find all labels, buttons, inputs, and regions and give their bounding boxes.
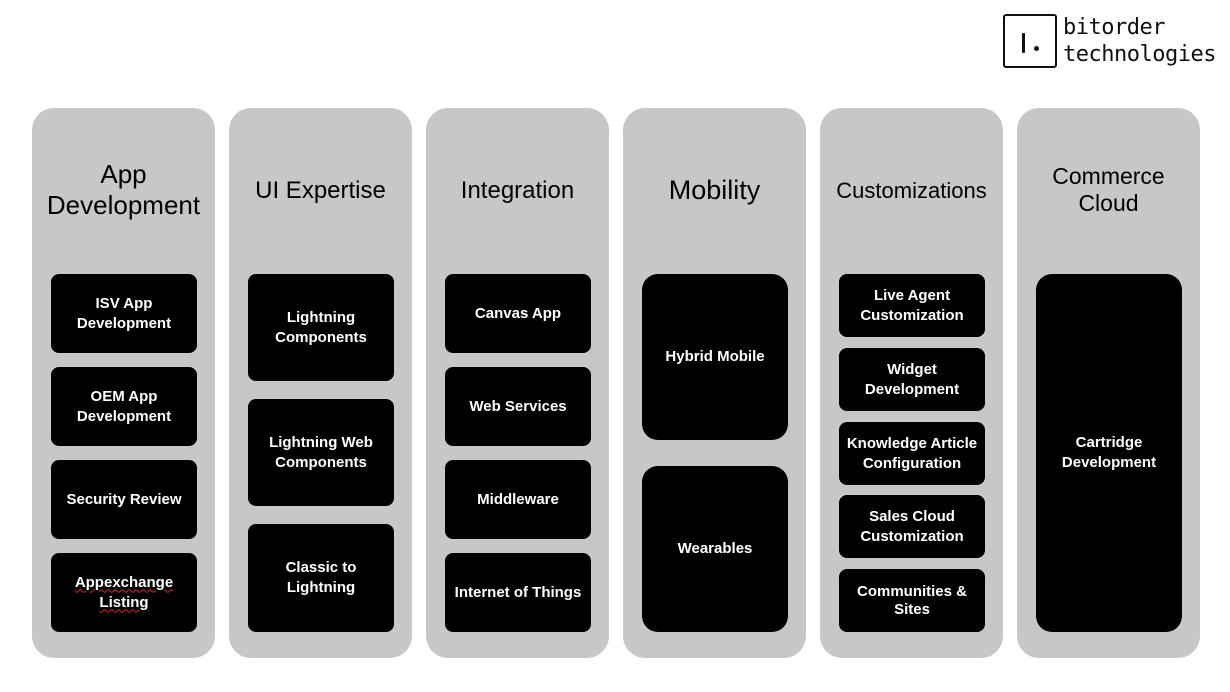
- item-box: Communities & Sites: [839, 569, 985, 632]
- item-box: Web Services: [445, 367, 591, 446]
- logo-mark-icon: [1003, 14, 1057, 68]
- item-box: Classic to Lightning: [248, 524, 394, 632]
- logo-text-line1: bitorder: [1063, 15, 1165, 40]
- item-box: Lightning Web Components: [248, 399, 394, 506]
- item-box: Internet of Things: [445, 553, 591, 632]
- item-box: Canvas App: [445, 274, 591, 353]
- column-integration: Integration Canvas App Web Services Midd…: [426, 108, 609, 658]
- logo-text-line2: technologies: [1063, 42, 1216, 67]
- item-box: Hybrid Mobile: [642, 274, 788, 440]
- item-box: Sales Cloud Customization: [839, 495, 985, 558]
- item-box: ISV App Development: [51, 274, 197, 353]
- column-mobility: Mobility Hybrid Mobile Wearables: [623, 108, 806, 658]
- item-box: Appexchange Listing: [51, 553, 197, 632]
- item-box: Lightning Components: [248, 274, 394, 381]
- column-commerce-cloud: Commerce Cloud Cartridge Development: [1017, 108, 1200, 658]
- item-box: Knowledge Article Configuration: [839, 422, 985, 485]
- column-title: App Development: [46, 159, 201, 220]
- item-box: Middleware: [445, 460, 591, 539]
- column-ui-expertise: UI Expertise Lightning Components Lightn…: [229, 108, 412, 658]
- logo-text: bitorder technologies: [1063, 14, 1216, 68]
- column-title: Integration: [460, 176, 575, 204]
- column-title: Customizations: [836, 177, 987, 203]
- item-text: Appexchange Listing: [74, 573, 174, 611]
- column-app-development: App Development ISV App Development OEM …: [32, 108, 215, 658]
- column-title: Mobility: [668, 175, 761, 205]
- item-box: Cartridge Development: [1036, 274, 1182, 632]
- item-box: Live Agent Customization: [839, 274, 985, 337]
- item-box: Wearables: [642, 466, 788, 632]
- item-box: Security Review: [51, 460, 197, 539]
- item-box: OEM App Development: [51, 367, 197, 446]
- column-title: Commerce Cloud: [1052, 163, 1165, 216]
- column-customizations: Customizations Live Agent Customization …: [820, 108, 1003, 658]
- column-title: UI Expertise: [255, 176, 386, 204]
- item-box: Widget Development: [839, 348, 985, 411]
- company-logo: bitorder technologies: [1003, 14, 1216, 68]
